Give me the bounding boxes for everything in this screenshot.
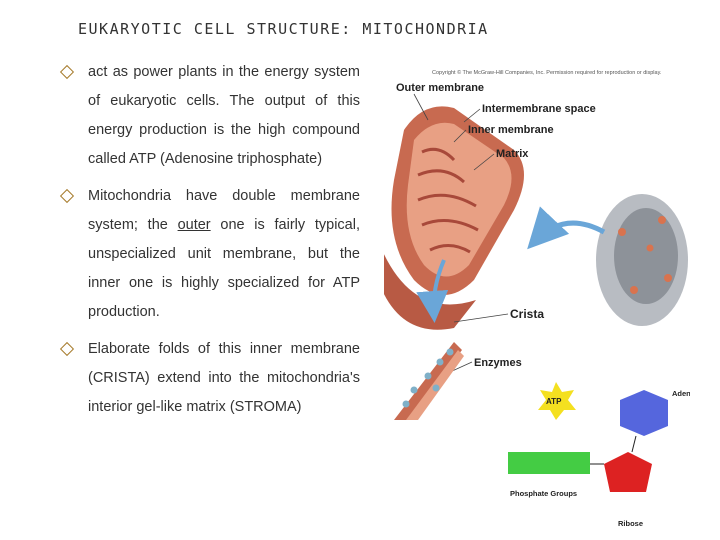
- bullet-item-3: Elaborate folds of this inner membrane (…: [59, 335, 360, 422]
- label-inner-membrane: Inner membrane: [468, 124, 554, 136]
- mitochondria-figure: Copyright © The McGraw-Hill Companies, I…: [384, 69, 690, 528]
- atp-molecule-diagram: ATP Adenine Phosphate Groups Ribose: [508, 382, 690, 528]
- bullet-text-2-underlined: outer: [177, 217, 211, 233]
- label-crista: Crista: [510, 307, 544, 321]
- label-outer-membrane: Outer membrane: [396, 82, 484, 94]
- bullet-item-1: act as power plants in the energy system…: [59, 58, 360, 174]
- copyright-text: Copyright © The McGraw-Hill Companies, I…: [432, 69, 662, 76]
- bullet-text-2b: one is fairly typical, unspecialized uni…: [88, 217, 360, 320]
- bullet-text-1: act as power plants in the energy system…: [88, 64, 360, 167]
- label-adenine: Adenine: [672, 389, 690, 398]
- bullet-text-3: Elaborate folds of this inner membrane (…: [88, 341, 360, 415]
- crista-detail: [394, 342, 464, 420]
- bullet-item-2: Mitochondria have double membrane system…: [59, 182, 360, 327]
- slide-title: EUKARYOTIC CELL STRUCTURE: MITOCHONDRIA: [78, 20, 489, 38]
- label-matrix: Matrix: [496, 148, 529, 160]
- label-intermembrane-space: Intermembrane space: [482, 103, 596, 115]
- label-enzymes: Enzymes: [474, 357, 522, 369]
- label-ribose: Ribose: [618, 519, 643, 528]
- mitochondrion-illustration: [384, 106, 524, 330]
- bullet-text-2a: Mitochondria have double membrane system…: [88, 188, 360, 233]
- diamond-bullet-icon: [59, 341, 75, 357]
- label-phosphate-groups: Phosphate Groups: [510, 489, 577, 498]
- diamond-bullet-icon: [59, 188, 75, 204]
- cell-illustration: [596, 194, 688, 326]
- atp-badge-label: ATP: [546, 397, 562, 406]
- diamond-bullet-icon: [59, 64, 75, 80]
- arrow-mito-to-crista: [416, 259, 449, 323]
- arrow-cell-to-mito: [527, 206, 606, 250]
- bullet-list: act as power plants in the energy system…: [59, 58, 360, 422]
